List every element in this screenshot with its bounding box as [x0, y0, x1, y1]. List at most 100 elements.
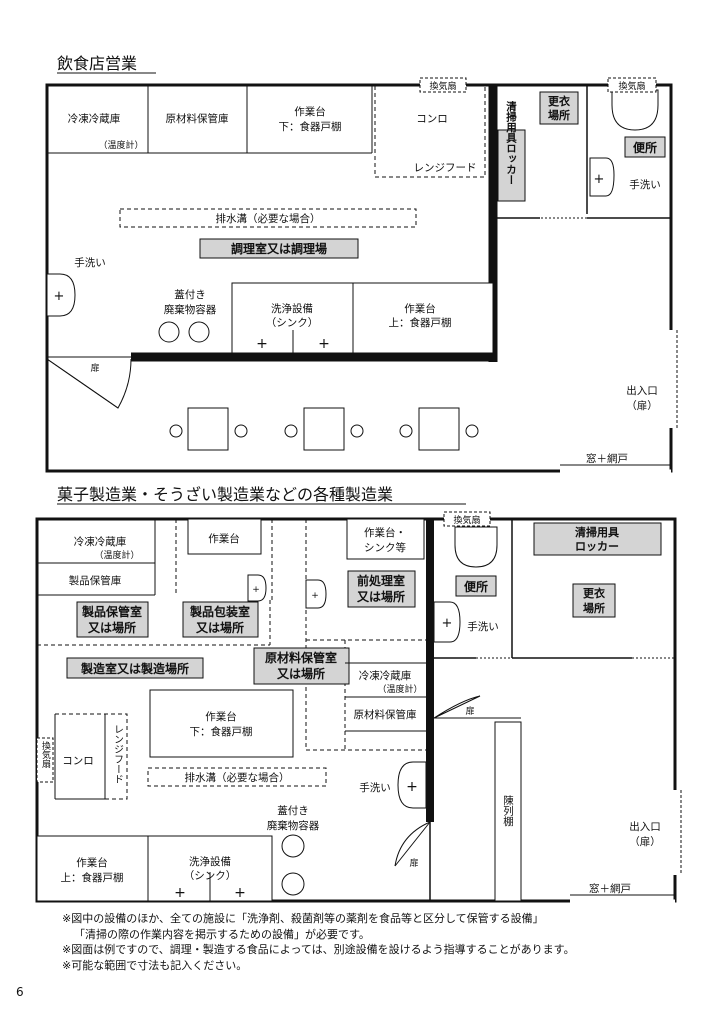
changing-room-label-1: 更衣 — [548, 94, 571, 108]
toilet-label: 便所 — [633, 140, 657, 155]
waste-container — [158, 321, 180, 343]
prep-room-label-1: 前処理室 — [357, 573, 405, 588]
worktable-center-label: 作業台 — [205, 710, 237, 723]
product-storage-label: 製品保管庫 — [69, 574, 122, 587]
handwash-label-3: 手洗い — [359, 781, 391, 794]
toilet-fixture — [611, 89, 659, 131]
worktable-center-under-label: 下：食器戸棚 — [190, 725, 253, 738]
window-label-2: 窓＋網戸 — [589, 882, 631, 895]
product-room-label-1: 製品保管室 — [81, 604, 142, 619]
cleaning-locker-label-2: ロッカー — [575, 540, 619, 553]
waste-label-2: 廃棄物容器 — [164, 303, 217, 316]
vent-fan-2-label: 換気扇 — [618, 80, 645, 92]
vent-fan-v-label: 換気扇 — [40, 740, 51, 769]
raw-storage-label: 原材料保管庫 — [166, 112, 229, 125]
svg-text:+: + — [174, 885, 186, 901]
vent-fan-label: 換気扇 — [429, 80, 456, 92]
stove-label-2: コンロ — [62, 755, 94, 767]
svg-text:+: + — [442, 616, 453, 631]
entrance-label-2: （扉） — [626, 399, 658, 412]
svg-text:+: + — [256, 336, 268, 352]
vent-fan-3-label: 換気扇 — [453, 514, 480, 526]
svg-text:+: + — [54, 289, 65, 304]
window-label: 窓＋網戸 — [586, 452, 628, 465]
product-room-label-2: 又は場所 — [87, 620, 136, 635]
note-2: 「清掃の際の作業内容を掲示するための設備」が必要です。 — [74, 927, 370, 941]
thermometer-label-3: （温度計） — [377, 683, 422, 695]
range-hood-label-2: レンジフード — [112, 724, 123, 784]
manufacturing-floor-plan: 菓子製造業・そうざい製造業などの各種製造業 冷凍冷蔵庫 （温度計） 製品保管庫 … — [35, 485, 682, 903]
dining-tables — [169, 407, 479, 451]
packaging-room-label-2: 又は場所 — [195, 620, 244, 635]
manufacturing-room-label: 製造室又は製造場所 — [80, 661, 189, 676]
handwash-label-4: 手洗い — [467, 620, 499, 633]
cleaning-locker-label: 清掃用具ロッカー — [505, 100, 517, 185]
handwash-label-2: 手洗い — [74, 256, 106, 269]
svg-text:+: + — [252, 585, 260, 595]
worktable-sink-label-2: シンク等 — [364, 541, 406, 554]
freezer-label: 冷凍冷蔵庫 — [68, 112, 121, 125]
vent-fan — [419, 77, 467, 93]
waste-label-4: 廃棄物容器 — [267, 819, 320, 832]
notes: ※図中の設備のほか、全ての施設に「洗浄剤、殺菌剤等の薬剤を食品等と区分して保管す… — [62, 911, 717, 973]
worktable-top-label: 作業台 — [208, 532, 240, 545]
range-hood — [374, 84, 486, 178]
door-label: 扉 — [90, 362, 99, 374]
kitchen-label: 調理室又は調理場 — [231, 241, 327, 256]
sink-label-1: 洗浄設備 — [271, 302, 313, 315]
waste-container — [188, 321, 210, 343]
worktable-2-label: 作業台 — [404, 302, 436, 315]
drain-label-2: 排水溝（必要な場合） — [185, 771, 290, 784]
drain — [119, 208, 417, 228]
worktable-sink-label-1: 作業台・ — [364, 526, 406, 539]
worktable-under-label: 下：食器戸棚 — [279, 120, 342, 133]
raw-storage-label-2: 原材料保管庫 — [354, 708, 417, 721]
freezer-label-2: 冷凍冷蔵庫 — [74, 535, 127, 548]
sink-label-4: （シンク） — [184, 870, 237, 882]
door-label-3: 扉 — [465, 705, 474, 717]
range-hood-label: レンジフード — [414, 162, 477, 174]
note-1: ※図中の設備のほか、全ての施設に「洗浄剤、殺菌剤等の薬剤を食品等と区分して保管す… — [62, 912, 544, 925]
raw-room-label-2: 又は場所 — [276, 666, 325, 681]
entrance-label-4: （扉） — [629, 835, 661, 848]
svg-text:+: + — [594, 172, 605, 187]
restaurant-floor-plan: 飲食店営業 冷凍冷蔵庫 （温度計） 原材料保管庫 作業台 下：食器戸棚 コンロ … — [45, 54, 678, 473]
changing-room-label-4: 場所 — [583, 601, 605, 615]
sink-label-3: 洗浄設備 — [189, 855, 231, 868]
svg-text:+: + — [318, 336, 330, 352]
worktable-label: 作業台 — [294, 105, 326, 118]
section2-title: 菓子製造業・そうざい製造業などの各種製造業 — [57, 485, 393, 504]
raw-room-label-1: 原材料保管室 — [265, 650, 337, 665]
note-3: ※図面は例ですので、調理・製造する食品によっては、別途設備を設けるよう指導するこ… — [62, 943, 575, 956]
worktable-bottom-label: 作業台 — [76, 856, 108, 869]
svg-text:+: + — [234, 885, 246, 901]
note-4: ※可能な範囲で寸法も記入ください。 — [62, 958, 248, 972]
changing-room-label-3: 更衣 — [583, 586, 606, 600]
thermometer-label: （温度計） — [98, 139, 143, 151]
toilet-label-2: 便所 — [464, 579, 488, 594]
svg-text:+: + — [311, 591, 319, 601]
prep-room-label-2: 又は場所 — [356, 589, 405, 604]
changing-room-label-2: 場所 — [548, 108, 570, 122]
door-label-2: 扉 — [409, 857, 418, 869]
handwash-basin — [589, 157, 615, 197]
svg-text:+: + — [406, 779, 418, 795]
entrance-label-1: 出入口 — [626, 384, 658, 397]
stove-label: コンロ — [416, 113, 448, 125]
worktable-bottom-over-label: 上：食器戸棚 — [61, 871, 124, 884]
cleaning-locker — [497, 129, 526, 202]
drain-label: 排水溝（必要な場合） — [216, 212, 321, 225]
entrance-label-3: 出入口 — [629, 820, 661, 833]
waste-label-3: 蓋付き — [277, 804, 309, 817]
cleaning-locker-label-1: 清掃用具 — [575, 525, 619, 539]
thermometer-label-2: （温度計） — [94, 549, 139, 561]
section1-title: 飲食店営業 — [57, 54, 137, 73]
sink-label-2: （シンク） — [266, 317, 319, 329]
worktable-over-label: 上：食器戸棚 — [389, 316, 452, 329]
display-shelf-label: 陳列棚 — [502, 795, 514, 827]
freezer-label-3: 冷凍冷蔵庫 — [359, 669, 412, 682]
packaging-room-label-1: 製品包装室 — [189, 604, 250, 619]
waste-label-1: 蓋付き — [174, 288, 206, 301]
handwash-label-1: 手洗い — [629, 178, 661, 191]
